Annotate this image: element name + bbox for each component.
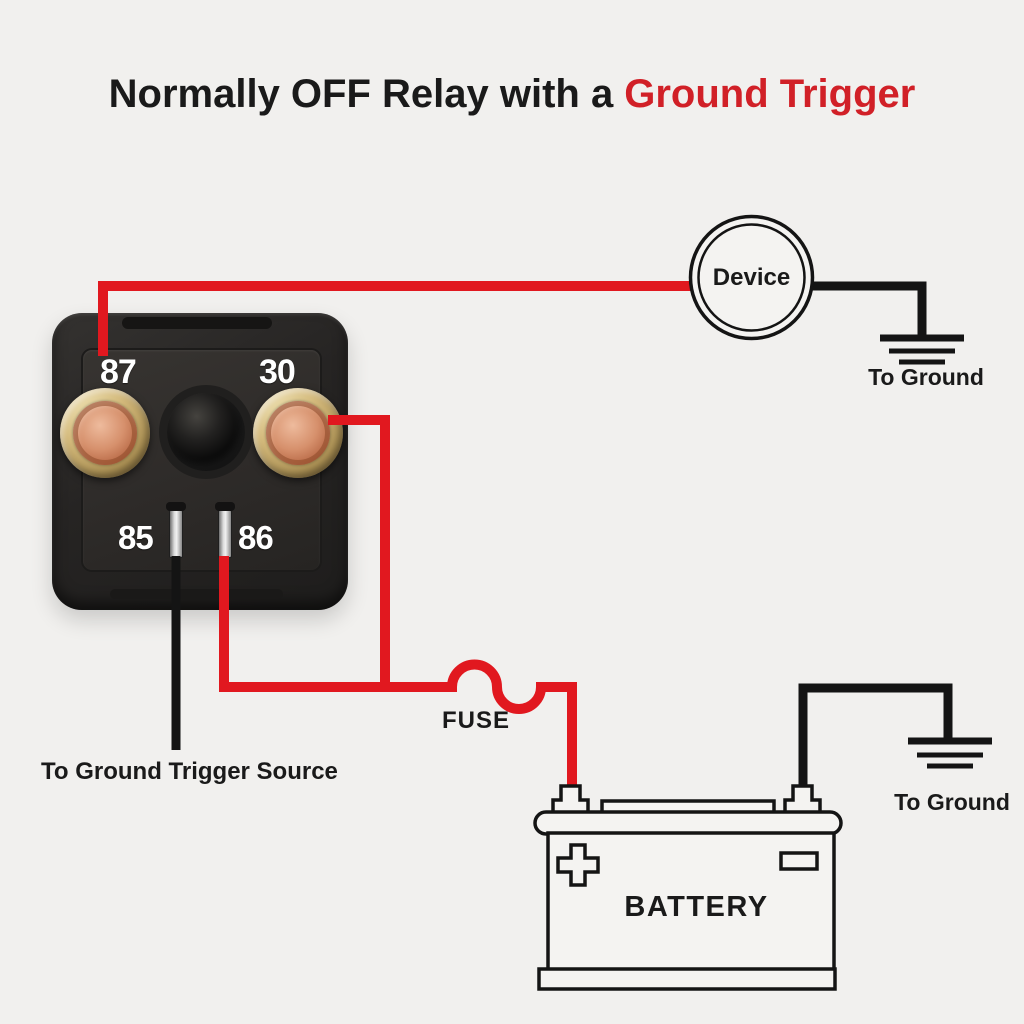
relay-center-dome (167, 393, 245, 471)
ground-label-top-right: To Ground (868, 364, 984, 390)
title-text-red: Ground Trigger (624, 72, 916, 116)
terminal-post-30 (253, 388, 343, 478)
terminal-post-87 (60, 388, 150, 478)
battery-base (537, 967, 837, 991)
wire-87-to-device (98, 281, 695, 356)
relay-top-slot (122, 317, 272, 329)
trigger-source-label: To Ground Trigger Source (41, 758, 338, 785)
battery-cap-bar (533, 810, 843, 836)
wire-device-to-ground (810, 281, 927, 340)
terminal-label-86: 86 (238, 519, 274, 556)
ground-symbol-bottom-right (908, 737, 992, 769)
battery-minus-symbol (779, 851, 819, 871)
ground-label-bottom-right: To Ground (894, 789, 1010, 815)
copper-cap-87 (73, 401, 137, 465)
title-text-black: Normally OFF Relay with a (108, 72, 614, 116)
ground-symbol-top-right (880, 334, 964, 365)
battery-label: BATTERY (624, 891, 769, 923)
terminal-label-30: 30 (259, 353, 296, 391)
device-label: Device (712, 264, 791, 291)
copper-cap-30 (266, 401, 330, 465)
wire-86-fuse-battery (219, 556, 577, 795)
relay-body: 87 30 85 86 (52, 313, 348, 610)
terminal-label-87: 87 (100, 353, 137, 391)
device-circle-inner (697, 223, 806, 332)
fuse-label: FUSE (441, 707, 510, 734)
battery-group (533, 784, 843, 991)
wire-battery-to-ground (798, 683, 953, 792)
wire-30-to-fuse-junction (328, 415, 390, 687)
device-circle-outer (688, 214, 815, 341)
relay-bottom-slot (110, 589, 283, 599)
battery-plus-symbol (556, 843, 600, 887)
terminal-label-85: 85 (118, 519, 154, 556)
